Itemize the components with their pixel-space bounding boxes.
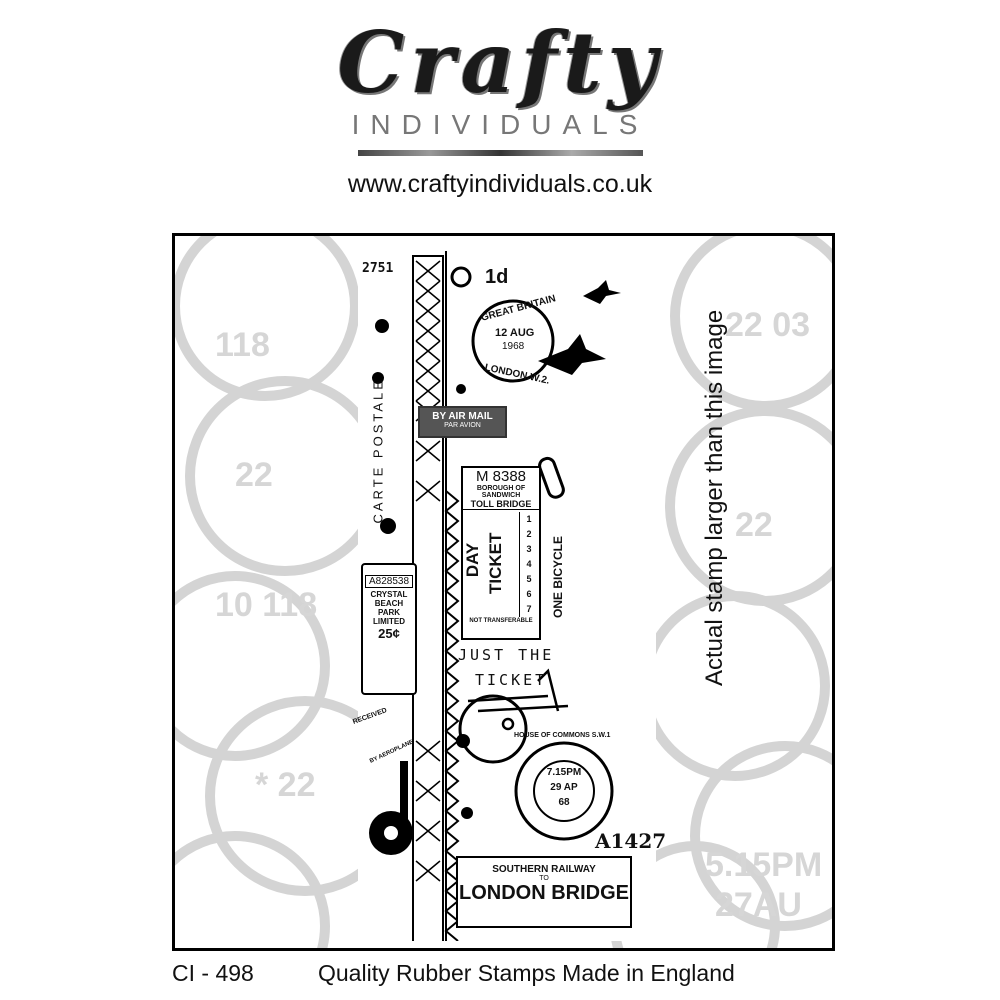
- crystal-line4: LIMITED: [373, 617, 405, 626]
- toll-line2: SANDWICH: [481, 492, 521, 499]
- airmail-line1: BY AIR MAIL: [432, 411, 493, 422]
- logo-subtitle: INDIVIDUALS: [351, 109, 649, 140]
- crystal-line2: BEACH: [374, 599, 404, 608]
- product-code: CI - 498: [172, 960, 254, 986]
- svg-text:27AU: 27AU: [715, 886, 802, 924]
- svg-text:10 118: 10 118: [215, 586, 317, 624]
- tagline: Quality Rubber Stamps Made in England: [318, 960, 735, 986]
- railway-company: SOUTHERN RAILWAY: [492, 864, 596, 875]
- crystal-line1: CRYSTAL: [370, 590, 408, 599]
- toll-row: 6: [526, 589, 532, 599]
- svg-text:22: 22: [235, 456, 273, 494]
- commons-year: 68: [558, 797, 570, 808]
- crystal-beach-ticket: A828538 CRYSTAL BEACH PARK LIMITED 25¢: [361, 563, 417, 695]
- logo-wordmark: Crafty: [337, 13, 663, 112]
- penny-label: 1d: [485, 266, 509, 288]
- size-notice-text: Actual stamp larger than this image: [701, 309, 728, 686]
- crystal-price: 25¢: [378, 626, 400, 641]
- crystal-number: A828538: [365, 575, 413, 588]
- website-url: www.craftyindividuals.co.uk: [347, 170, 653, 198]
- svg-text:22: 22: [735, 506, 773, 544]
- toll-row: 5: [526, 574, 532, 584]
- toll-row: 1: [526, 514, 532, 524]
- commons-time: 7.15PM: [546, 767, 582, 778]
- commons-top: HOUSE OF COMMONS S.W.1: [514, 732, 611, 739]
- svg-text:* 22: * 22: [255, 766, 316, 804]
- postmark-gb-date: 12 AUG: [495, 327, 535, 339]
- railway-destination: LONDON BRIDGE: [459, 882, 629, 904]
- toll-line1: BOROUGH OF: [476, 485, 526, 492]
- svg-text:118: 118: [215, 326, 270, 364]
- toll-row: 7: [526, 604, 532, 614]
- brand-logo: Crafty INDIVIDUALS: [0, 18, 1000, 156]
- commons-date: 29 AP: [550, 782, 578, 793]
- stamp-number-2751: 2751: [362, 261, 394, 276]
- airmail-line2: PAR AVION: [444, 422, 481, 429]
- railway-to: TO: [539, 875, 549, 882]
- one-bicycle-text: ONE BICYCLE: [551, 535, 565, 618]
- toll-footer: NOT TRANSFERABLE: [469, 618, 533, 624]
- ticket-text: TICKET: [475, 671, 548, 689]
- logo-underline: [357, 150, 643, 156]
- southern-railway-ticket: SOUTHERN RAILWAY TO LONDON BRIDGE: [456, 856, 632, 928]
- stamp-decorations: [369, 251, 621, 941]
- toll-line3: TOLL BRIDGE: [463, 499, 539, 510]
- svg-text:22 03: 22 03: [725, 306, 810, 344]
- toll-row: 2: [526, 529, 532, 539]
- toll-ticket: TICKET: [486, 532, 505, 594]
- carte-postale-text: CARTE POSTALE: [370, 378, 386, 524]
- airmail-label: BY AIR MAIL PAR AVION: [418, 406, 507, 438]
- just-the-text: JUST THE: [458, 646, 555, 664]
- toll-number: M 8388: [475, 468, 527, 485]
- a1427-text: A1427: [595, 829, 667, 853]
- svg-text:5.15PM: 5.15PM: [705, 846, 822, 884]
- toll-row: 4: [526, 559, 532, 569]
- toll-row: 3: [526, 544, 532, 554]
- toll-bridge-ticket: M 8388 BOROUGH OF SANDWICH TOLL BRIDGE D…: [461, 466, 541, 640]
- crystal-line3: PARK: [377, 608, 401, 617]
- toll-day: DAY: [463, 542, 482, 578]
- stamp-design: 2751 1d CARTE POSTALE GREAT BRITAIN 12 A…: [352, 241, 666, 941]
- postmark-gb-year: 1968: [502, 341, 525, 352]
